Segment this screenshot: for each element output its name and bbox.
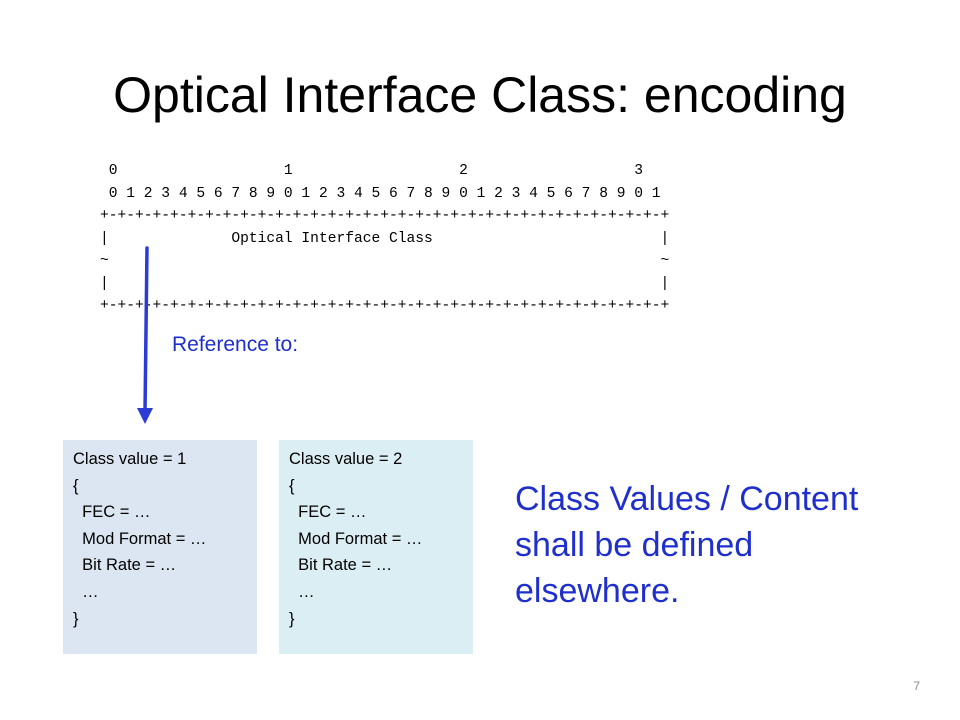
note-line: shall be defined xyxy=(515,526,754,564)
class-box-line: } xyxy=(73,609,79,628)
reference-label: Reference to: xyxy=(172,333,299,356)
definition-note: Class Values / Content shall be defined … xyxy=(515,476,935,614)
class-box-line: } xyxy=(289,609,295,628)
class-box-line: { xyxy=(73,476,79,495)
diagram-top-border: +-+-+-+-+-+-+-+-+-+-+-+-+-+-+-+-+-+-+-+-… xyxy=(100,208,670,224)
class-box-line: Class value = 1 xyxy=(73,450,187,468)
bit-layout-diagram: 0 1 2 3 0 1 2 3 4 5 6 7 8 9 0 1 2 3 4 5 … xyxy=(100,160,669,318)
bit-position-units-row: 0 1 2 3 4 5 6 7 8 9 0 1 2 3 4 5 6 7 8 9 … xyxy=(100,185,661,202)
bit-position-tens-row: 0 1 2 3 xyxy=(100,163,643,179)
field-label-row: | Optical Interface Class | xyxy=(100,230,670,247)
diagram-bottom-border: +-+-+-+-+-+-+-+-+-+-+-+-+-+-+-+-+-+-+-+-… xyxy=(100,298,670,314)
class-box-line: Mod Format = … xyxy=(289,529,423,548)
class-box-line: Class value = 2 xyxy=(289,450,403,468)
field-empty-row: | | xyxy=(100,275,670,292)
class-box-line: Bit Rate = … xyxy=(289,556,393,575)
field-continuation-row: ~ ~ xyxy=(100,253,670,269)
slide-title: Optical Interface Class: encoding xyxy=(113,67,847,123)
class-box-line: Mod Format = … xyxy=(73,529,207,548)
class-value-1-box: Class value = 1 { FEC = … Mod Format = …… xyxy=(63,440,257,654)
page-number: 7 xyxy=(913,679,920,693)
class-value-2-box: Class value = 2 { FEC = … Mod Format = …… xyxy=(279,440,473,654)
note-line: Class Values / Content xyxy=(515,480,859,518)
reference-arrow-icon xyxy=(137,246,153,424)
class-box-line: … xyxy=(289,582,315,601)
class-box-line: FEC = … xyxy=(73,503,151,522)
class-box-line: FEC = … xyxy=(289,503,367,522)
class-box-line: … xyxy=(73,582,99,601)
class-box-line: Bit Rate = … xyxy=(73,556,177,575)
class-box-line: { xyxy=(289,476,295,495)
note-line: elsewhere. xyxy=(515,572,680,610)
